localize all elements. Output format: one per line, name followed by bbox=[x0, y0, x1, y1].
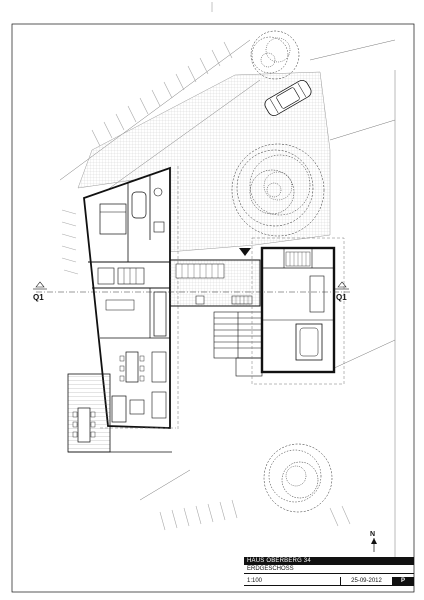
section-label-right: Q1 bbox=[336, 293, 347, 302]
title-block-phase: P bbox=[392, 577, 414, 586]
main-house bbox=[83, 166, 179, 430]
annex-house bbox=[251, 237, 345, 385]
title-block-drawing: ERDGESCHOSS bbox=[244, 565, 414, 574]
exterior-steps bbox=[213, 311, 263, 377]
tree-top bbox=[250, 30, 300, 80]
title-block-meta: 1:100 25-09-2012 P bbox=[244, 577, 414, 586]
title-block-project: HAUS OBERBERG 34 bbox=[244, 557, 414, 565]
entrance-arrow bbox=[239, 248, 251, 256]
title-block-scale: 1:100 bbox=[244, 577, 340, 586]
terrace-table bbox=[72, 407, 96, 443]
title-block-date: 25-09-2012 bbox=[340, 577, 392, 586]
left-strokes bbox=[61, 209, 79, 275]
tree-large bbox=[231, 143, 325, 237]
sheet-frame bbox=[11, 23, 415, 593]
parked-car bbox=[264, 80, 312, 116]
section-marker-left: Q1 bbox=[33, 281, 47, 302]
section-marker-right: Q1 bbox=[335, 281, 349, 302]
parking-strokes bbox=[91, 41, 233, 147]
north-label: N bbox=[370, 531, 375, 538]
north-arrow: N bbox=[370, 531, 377, 552]
bottom-strokes bbox=[159, 499, 351, 531]
section-label-left: Q1 bbox=[33, 293, 44, 302]
connecting-link bbox=[169, 259, 261, 307]
tree-bottom bbox=[263, 443, 333, 513]
